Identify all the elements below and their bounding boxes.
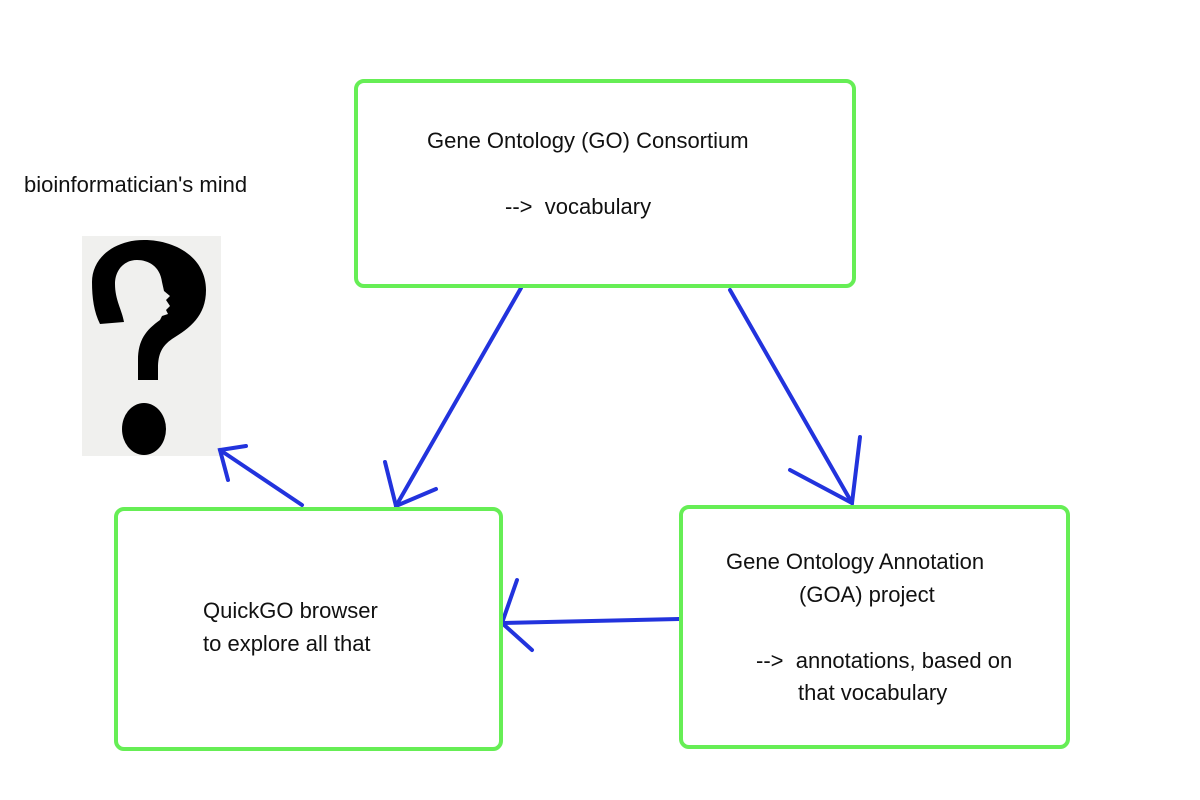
goa-title-line1: Gene Ontology Annotation bbox=[726, 549, 985, 574]
question-mark-head-silhouette-icon bbox=[92, 240, 206, 455]
go-consortium-box bbox=[354, 79, 856, 288]
quickgo-line2: to explore all that bbox=[203, 631, 371, 656]
go-consortium-note: --> vocabulary bbox=[505, 194, 652, 219]
arrow-go-to-quickgo bbox=[383, 286, 523, 509]
quickgo-browser-box bbox=[114, 507, 503, 751]
arrow-goa-to-quickgo bbox=[499, 578, 681, 652]
goa-note-line1: --> annotations, based on bbox=[756, 648, 1013, 673]
question-head-image bbox=[82, 236, 221, 456]
goa-project-box bbox=[679, 505, 1070, 749]
quickgo-line1: QuickGO browser bbox=[203, 598, 378, 623]
goa-title-line2: (GOA) project bbox=[799, 582, 935, 607]
goa-note-line2: that vocabulary bbox=[798, 680, 948, 705]
go-consortium-title: Gene Ontology (GO) Consortium bbox=[427, 128, 749, 153]
arrow-go-to-goa bbox=[728, 288, 862, 507]
arrow-quickgo-to-mind bbox=[217, 444, 304, 507]
mind-label: bioinformatician's mind bbox=[24, 172, 248, 197]
